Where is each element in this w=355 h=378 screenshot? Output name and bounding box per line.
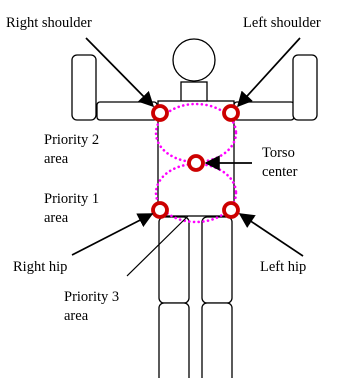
left-shin (202, 303, 232, 378)
priority-3-label-line1: Priority 3 (64, 288, 119, 307)
priority-2-label: Priority 2 area (44, 131, 99, 169)
left-thigh (202, 217, 232, 303)
right-forearm (72, 55, 96, 120)
priority-1-label-line1: Priority 1 (44, 190, 99, 209)
priority-3-label-line2: area (64, 307, 119, 326)
torso-center-label: Torso center (262, 144, 297, 182)
body-figure (72, 39, 317, 378)
left-hip-arrow (240, 214, 303, 256)
priority-3-label: Priority 3 area (64, 288, 119, 326)
left-hip-label: Left hip (260, 258, 306, 277)
left-hip-marker (224, 203, 238, 217)
left-forearm (293, 55, 317, 120)
right-shoulder-label: Right shoulder (6, 14, 92, 33)
right-upper-arm (97, 102, 157, 120)
priority-1-label-line2: area (44, 209, 99, 228)
priority-2-label-line2: area (44, 150, 99, 169)
left-shoulder-marker (224, 106, 238, 120)
torso-center-label-line1: Torso (262, 144, 297, 163)
torso-center-marker (189, 156, 203, 170)
neck (181, 82, 207, 102)
priority-2-label-line1: Priority 2 (44, 131, 99, 150)
priority-1-label: Priority 1 area (44, 190, 99, 228)
left-shoulder-arrow (238, 38, 300, 106)
left-shoulder-label: Left shoulder (243, 14, 321, 33)
right-hip-label: Right hip (13, 258, 67, 277)
head (173, 39, 215, 81)
torso-center-label-line2: center (262, 163, 297, 182)
right-hip-marker (153, 203, 167, 217)
left-upper-arm (234, 102, 294, 120)
right-shoulder-marker (153, 106, 167, 120)
right-shin (159, 303, 189, 378)
